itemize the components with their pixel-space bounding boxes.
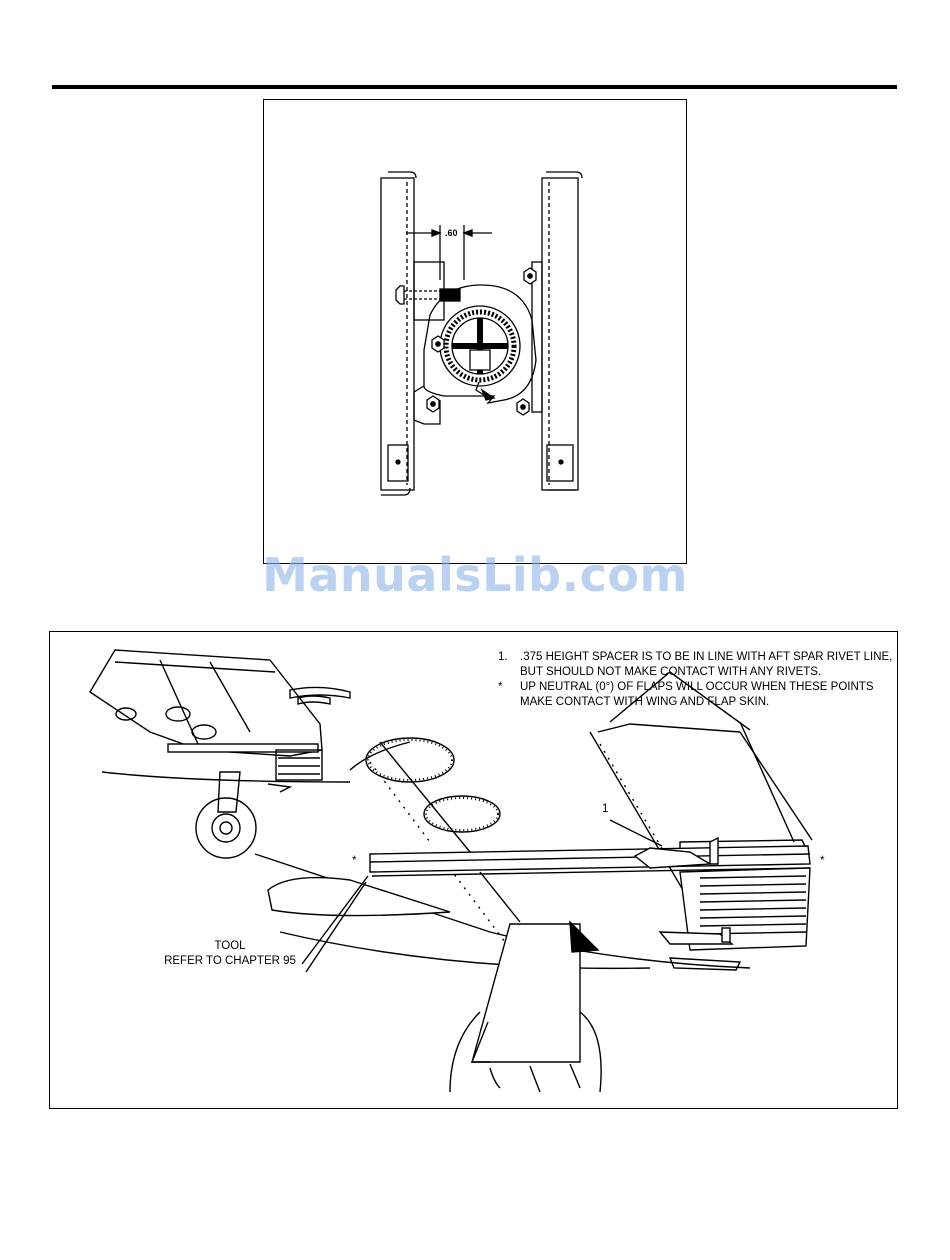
- bottom-figure-frame: 1. .375 HEIGHT SPACER IS TO BE IN LINE W…: [49, 631, 898, 1109]
- note-marker: *: [498, 680, 520, 710]
- dimension-label: .60: [445, 228, 458, 238]
- note-marker: 1.: [498, 650, 520, 680]
- star-marker-right: *: [820, 854, 824, 869]
- notes-block: 1. .375 HEIGHT SPACER IS TO BE IN LINE W…: [498, 650, 898, 710]
- header-rule: [52, 85, 897, 89]
- tool-label: TOOL REFER TO CHAPTER 95: [150, 939, 310, 969]
- flap-bracket-drawing: [264, 100, 688, 565]
- note-text: .375 HEIGHT SPACER IS TO BE IN LINE WITH…: [520, 650, 898, 680]
- note-text: UP NEUTRAL (0°) OF FLAPS WILL OCCUR WHEN…: [520, 680, 898, 710]
- note-1: 1. .375 HEIGHT SPACER IS TO BE IN LINE W…: [498, 650, 898, 680]
- note-star: * UP NEUTRAL (0°) OF FLAPS WILL OCCUR WH…: [498, 680, 898, 710]
- tool-label-line2: REFER TO CHAPTER 95: [150, 954, 310, 969]
- star-marker-left: *: [352, 854, 356, 869]
- top-figure-frame: .60: [263, 99, 687, 564]
- tool-label-line1: TOOL: [150, 939, 310, 954]
- watermark: ManualsLib.com: [0, 548, 950, 602]
- callout-number: 1: [602, 802, 608, 817]
